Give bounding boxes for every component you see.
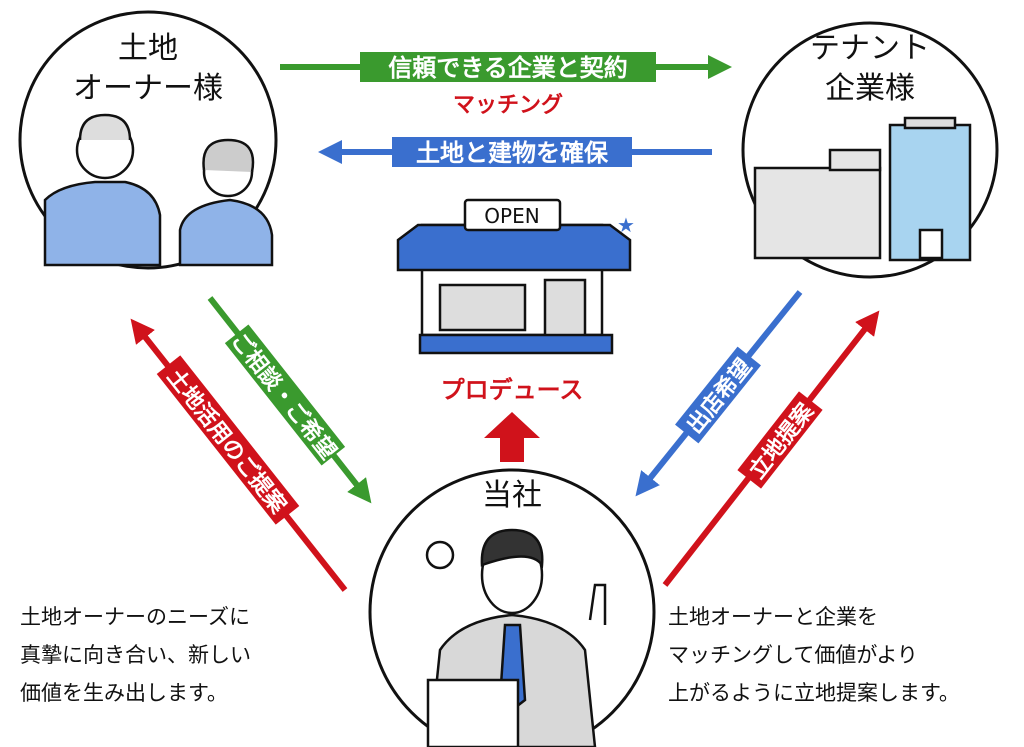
owner-title-1: 土地 — [118, 31, 178, 66]
left-note-line: 価値を生み出します。 — [20, 681, 228, 705]
owner-title-2: オーナー様 — [73, 71, 223, 106]
location-label: 立地提案 — [744, 398, 819, 484]
tenant-title-1: テナント — [810, 31, 930, 66]
produce-arrow — [484, 412, 540, 462]
store-wish-label: 出店希望 — [682, 354, 757, 439]
office-buildings-icon — [753, 116, 972, 262]
left-note-line: 真摯に向き合い、新しい — [20, 643, 251, 667]
company-title: 当社 — [482, 478, 542, 513]
right-note: 土地オーナーと企業を マッチングして価値がより 上がるように立地提案します。 — [668, 598, 960, 712]
contract-label: 信頼できる企業と契約 — [388, 54, 628, 82]
matching-label: マッチング — [453, 92, 563, 118]
produce-label: プロデュース — [441, 376, 584, 404]
businessman-icon — [425, 528, 607, 747]
right-note-line: マッチングして価値がより — [668, 643, 918, 667]
left-note: 土地オーナーのニーズに 真摯に向き合い、新しい 価値を生み出します。 — [20, 598, 251, 712]
right-note-line: 上がるように立地提案します。 — [668, 681, 960, 705]
secure-label: 土地と建物を確保 — [416, 139, 609, 167]
star-icon: ★ — [617, 213, 635, 237]
store-icon: OPEN — [396, 198, 632, 355]
tenant-title-2: 企業様 — [825, 71, 915, 106]
left-note-line: 土地オーナーのニーズに — [20, 605, 250, 629]
elderly-couple-icon — [43, 113, 274, 267]
right-note-line: 土地オーナーと企業を — [668, 605, 878, 629]
open-sign: OPEN — [484, 204, 539, 228]
